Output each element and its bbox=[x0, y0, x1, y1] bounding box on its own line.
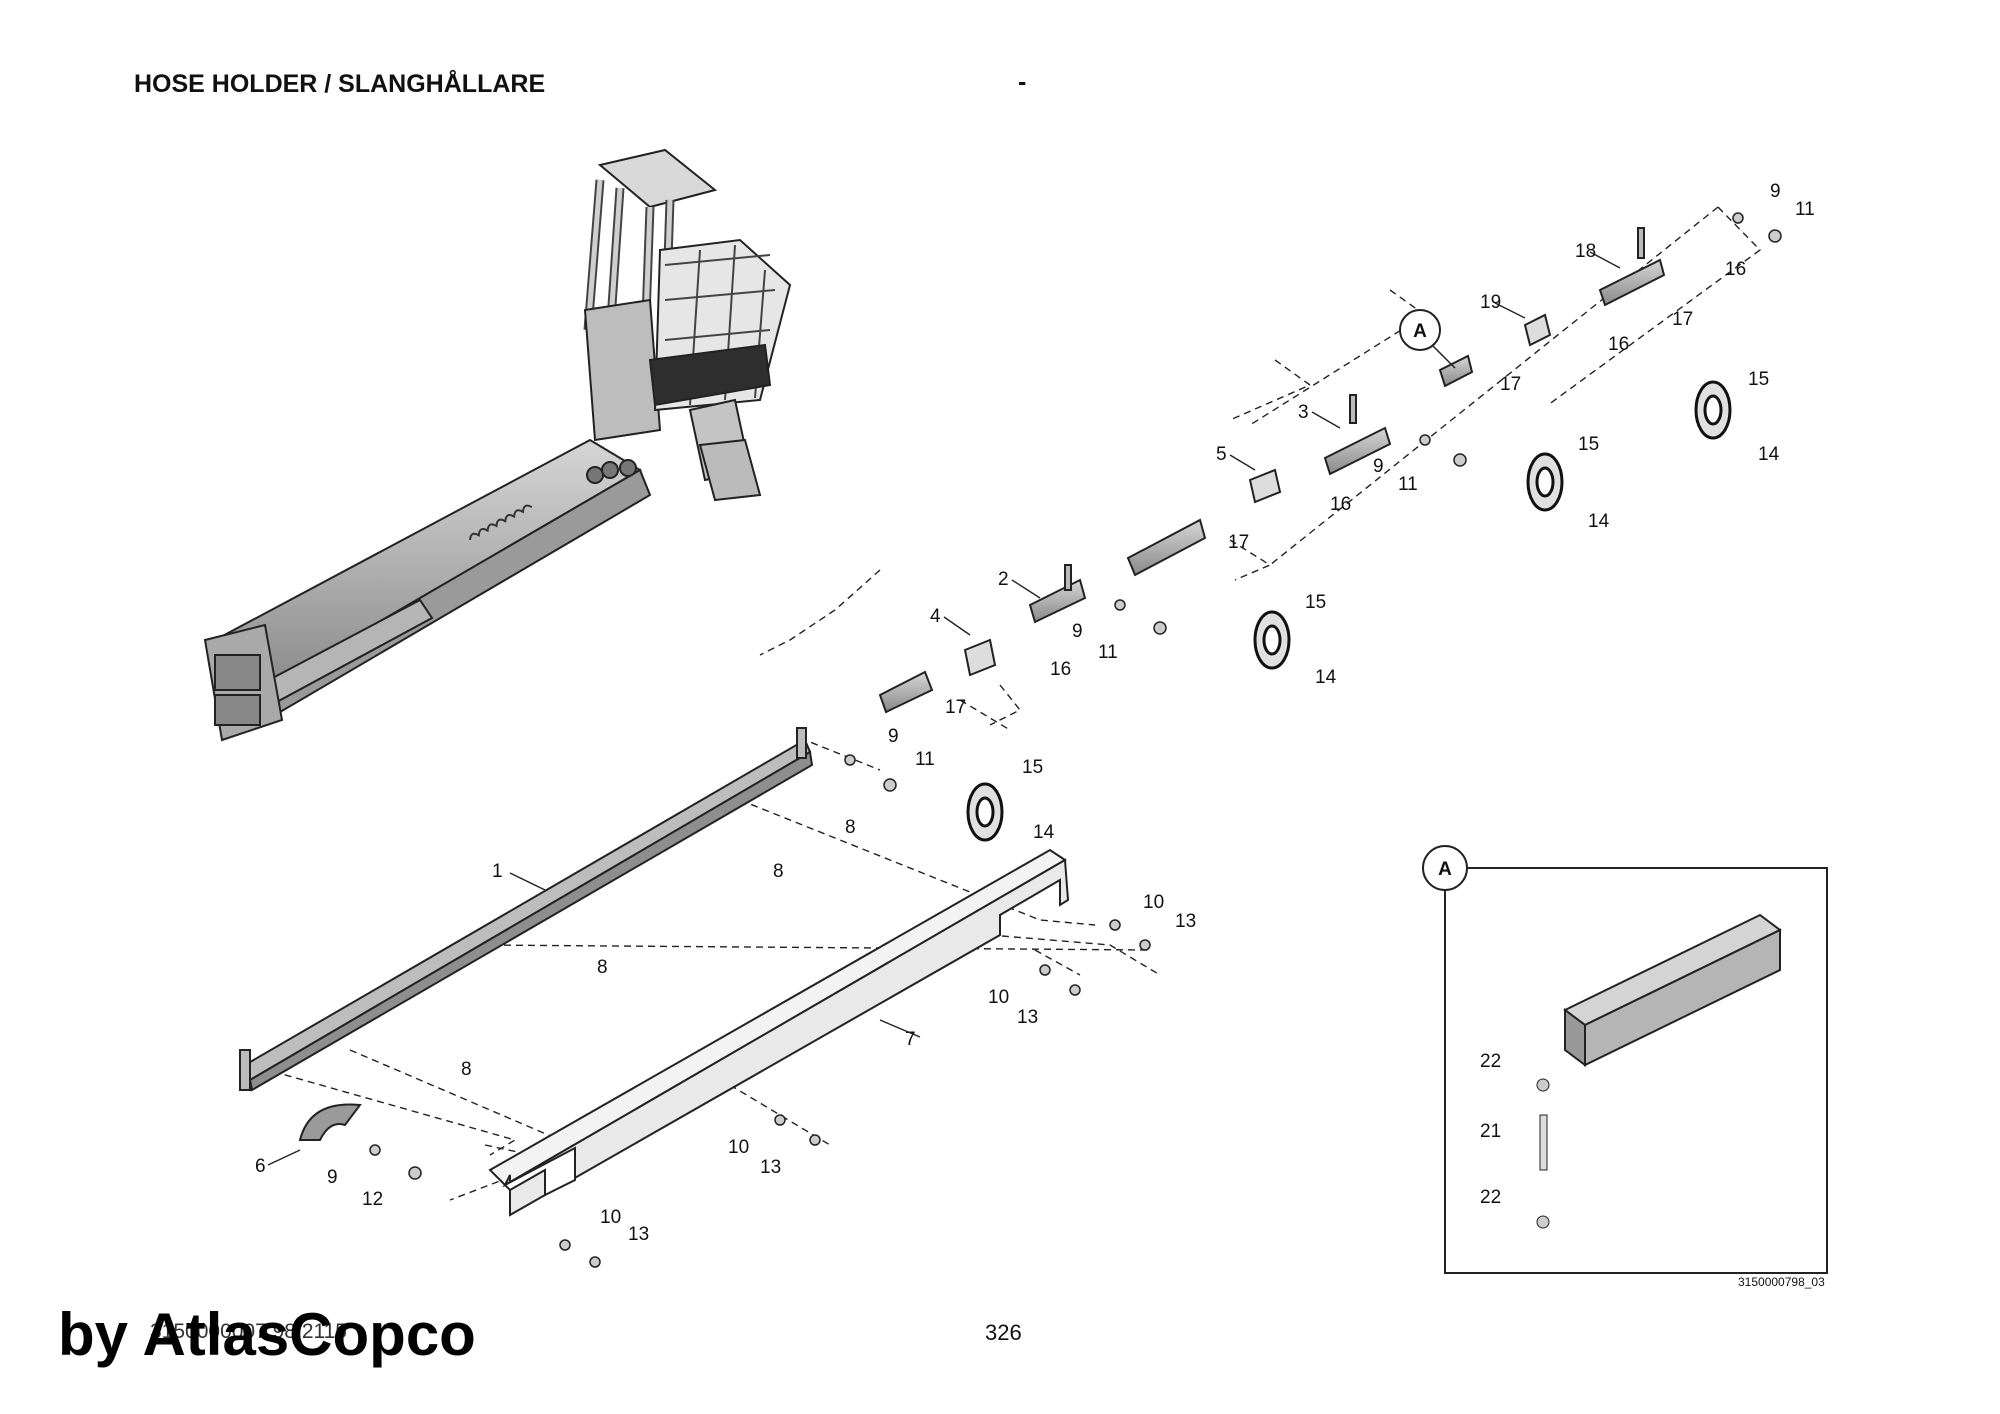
label-17: 17 bbox=[1500, 374, 1521, 395]
label-4: 4 bbox=[930, 606, 941, 627]
label-11: 11 bbox=[1398, 474, 1418, 495]
part-labels: 1 2 3 4 5 6 7 8 8 8 8 9 9 9 9 9 10 10 10… bbox=[255, 181, 1815, 1245]
page-title: HOSE HOLDER / SLANGHÅLLARE bbox=[134, 70, 546, 98]
label-3: 3 bbox=[1298, 402, 1309, 423]
label-1: 1 bbox=[492, 861, 503, 882]
page-number: 326 bbox=[985, 1320, 1022, 1345]
label-16: 16 bbox=[1608, 334, 1629, 355]
label-15: 15 bbox=[1305, 592, 1326, 613]
label-11: 11 bbox=[1795, 199, 1815, 220]
profile-pieces bbox=[878, 227, 1666, 714]
part-6-cap bbox=[298, 1103, 362, 1141]
label-14: 14 bbox=[1315, 667, 1337, 688]
label-15: 15 bbox=[1022, 757, 1043, 778]
callout-a-marker: A bbox=[1399, 309, 1456, 369]
label-2: 2 bbox=[998, 569, 1009, 590]
label-17: 17 bbox=[1228, 532, 1249, 553]
label-15: 15 bbox=[1748, 369, 1769, 390]
machine-illustration bbox=[203, 148, 792, 742]
label-14: 14 bbox=[1758, 444, 1780, 465]
label-17: 17 bbox=[945, 697, 966, 718]
label-22: 22 bbox=[1480, 1051, 1501, 1072]
label-13: 13 bbox=[1175, 911, 1196, 932]
label-9: 9 bbox=[1373, 456, 1384, 477]
label-16: 16 bbox=[1725, 259, 1746, 280]
label-8: 8 bbox=[597, 957, 608, 978]
label-21: 21 bbox=[1480, 1121, 1501, 1142]
label-7: 7 bbox=[905, 1029, 916, 1050]
label-8: 8 bbox=[773, 861, 784, 882]
label-13: 13 bbox=[760, 1157, 781, 1178]
label-15: 15 bbox=[1578, 434, 1599, 455]
label-10: 10 bbox=[1143, 892, 1164, 913]
label-11: 11 bbox=[1098, 642, 1118, 663]
label-10: 10 bbox=[728, 1137, 749, 1158]
label-9: 9 bbox=[888, 726, 899, 747]
label-16: 16 bbox=[1330, 494, 1351, 515]
label-16: 16 bbox=[1050, 659, 1071, 680]
label-9: 9 bbox=[1770, 181, 1781, 202]
hose-loops bbox=[966, 380, 1732, 842]
fasteners bbox=[369, 212, 1782, 1268]
label-8: 8 bbox=[461, 1059, 472, 1080]
part-1-rail bbox=[239, 727, 814, 1092]
label-18: 18 bbox=[1575, 241, 1596, 262]
label-12: 12 bbox=[362, 1189, 383, 1210]
label-13: 13 bbox=[628, 1224, 649, 1245]
label-19: 19 bbox=[1480, 292, 1501, 313]
label-9: 9 bbox=[1072, 621, 1083, 642]
label-14: 14 bbox=[1588, 511, 1610, 532]
detail-a-box: A bbox=[1422, 845, 1828, 1274]
leader-lines bbox=[267, 251, 1621, 1166]
label-10: 10 bbox=[600, 1207, 621, 1228]
header-dash: - bbox=[1018, 68, 1027, 96]
label-6: 6 bbox=[255, 1156, 266, 1177]
label-5: 5 bbox=[1216, 444, 1227, 465]
watermark: by AtlasCopco bbox=[58, 1301, 476, 1368]
svg-text:A: A bbox=[1413, 321, 1427, 342]
image-code: 3150000798_03 bbox=[1738, 1275, 1825, 1289]
label-17: 17 bbox=[1672, 309, 1693, 330]
document-number: 3150000007 98 2115 bbox=[150, 1320, 347, 1343]
label-10: 10 bbox=[988, 987, 1009, 1008]
label-14: 14 bbox=[1033, 822, 1055, 843]
label-8: 8 bbox=[845, 817, 856, 838]
svg-text:A: A bbox=[1438, 859, 1452, 880]
part-7-cover bbox=[488, 848, 1070, 1217]
label-22: 22 bbox=[1480, 1187, 1501, 1208]
label-11: 11 bbox=[915, 749, 935, 770]
label-9: 9 bbox=[327, 1167, 338, 1188]
label-13: 13 bbox=[1017, 1007, 1038, 1028]
